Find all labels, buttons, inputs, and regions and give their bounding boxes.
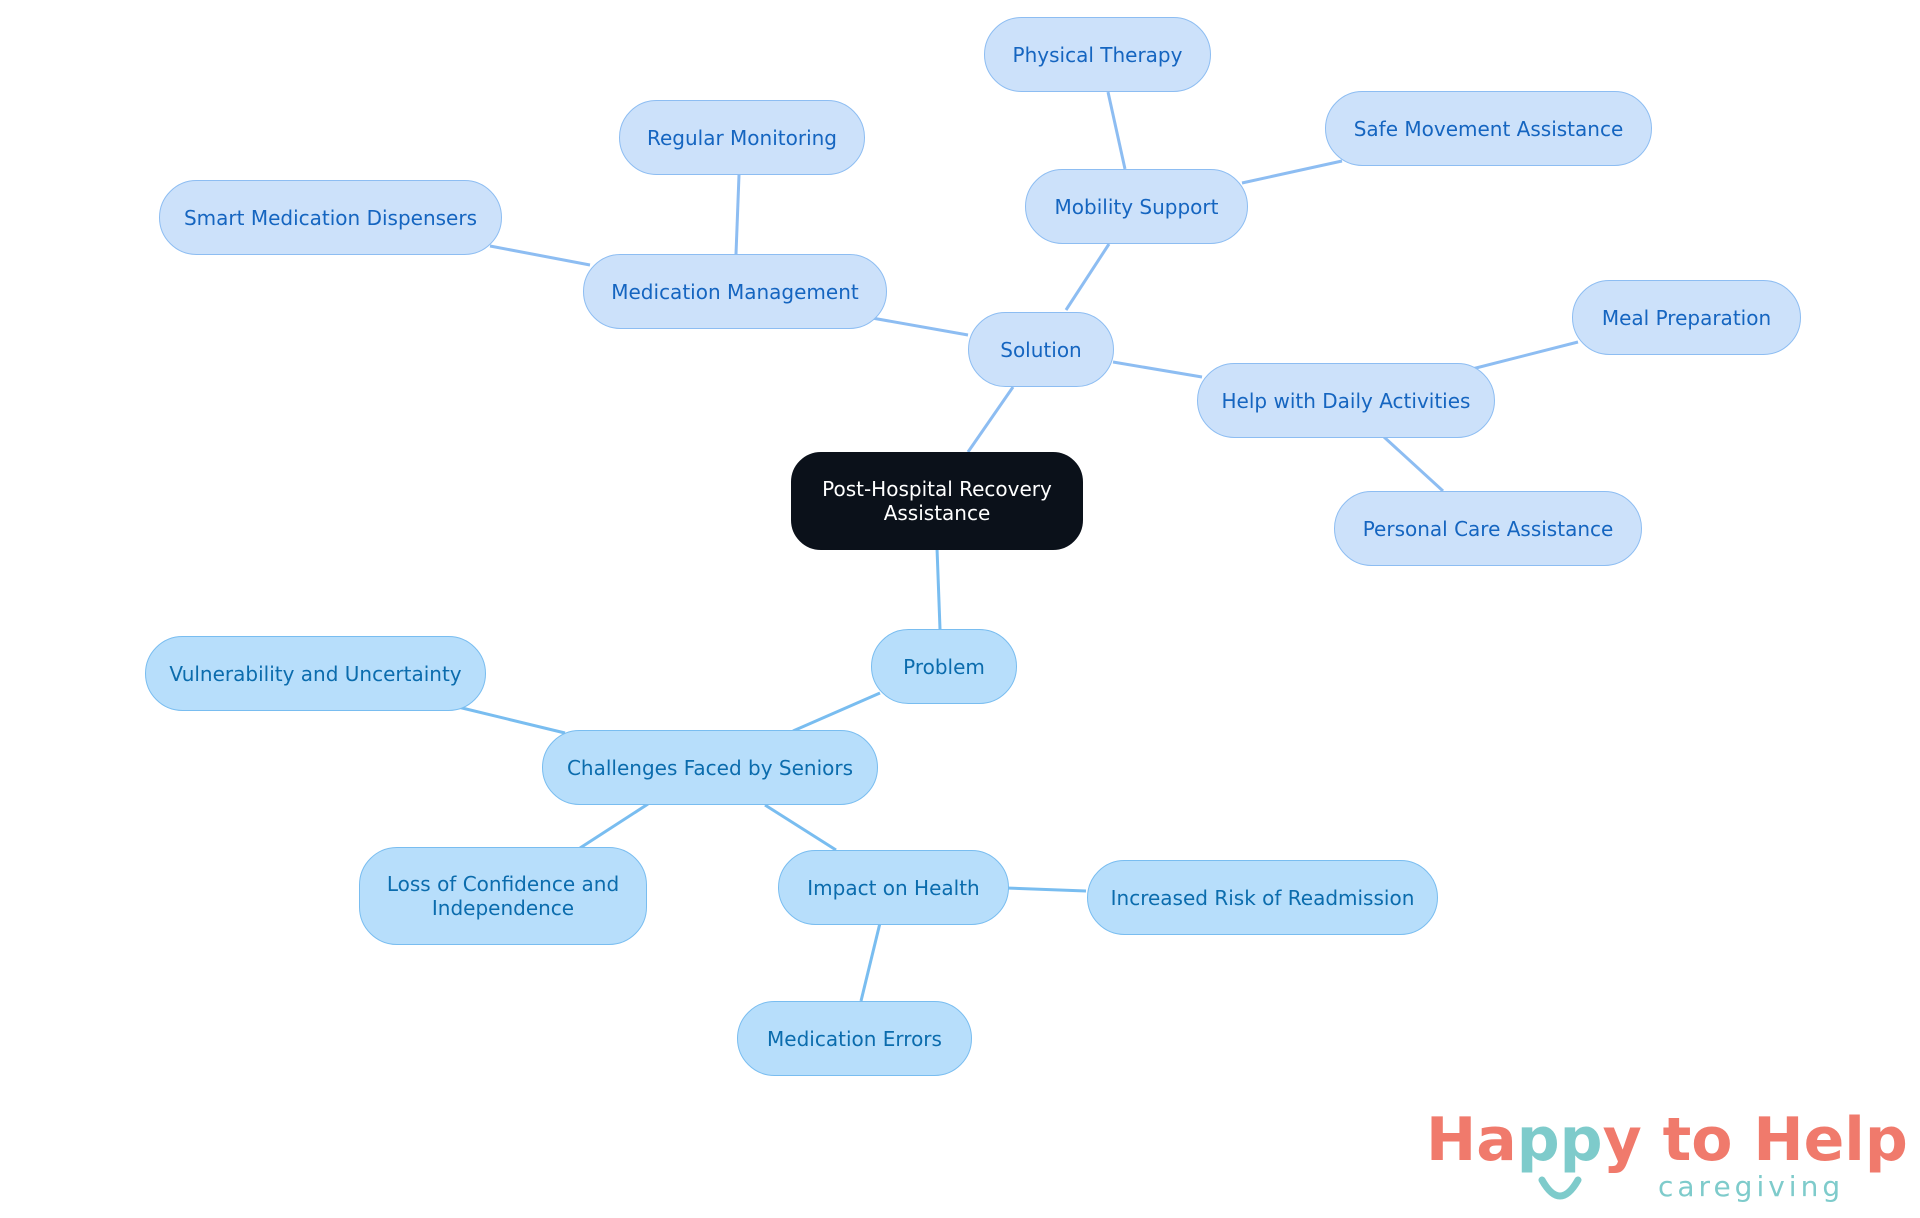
regular-monitoring-node[interactable]: Regular Monitoring (619, 100, 865, 175)
edge-challenges-vulnerability (457, 705, 566, 735)
impact-on-health-label: Impact on Health (807, 875, 980, 900)
logo-subtitle: caregiving (1658, 1170, 1845, 1203)
root-node-label: Post-Hospital Recovery Assistance (822, 477, 1052, 525)
edge-mobility-safe-movement (1241, 159, 1343, 185)
personal-care-assistance-label: Personal Care Assistance (1362, 516, 1614, 541)
edge-problem-challenges (792, 691, 881, 733)
logo-title: Happy to Help (1426, 1108, 1908, 1172)
safe-movement-assistance-node[interactable]: Safe Movement Assistance (1325, 91, 1652, 166)
edge-solution-medication (871, 316, 969, 337)
increased-risk-of-readmission-node[interactable]: Increased Risk of Readmission (1087, 860, 1438, 935)
medication-management-node[interactable]: Medication Management (583, 254, 887, 329)
smart-medication-dispensers-node[interactable]: Smart Medication Dispensers (159, 180, 502, 255)
help-with-daily-activities-node[interactable]: Help with Daily Activities (1197, 363, 1495, 438)
edge-mobility-therapy (1106, 91, 1127, 170)
edge-challenges-impact (764, 803, 837, 852)
edge-medication-dispensers (489, 244, 591, 267)
vulnerability-and-uncertainty-label: Vulnerability and Uncertainty (169, 661, 462, 686)
problem-node[interactable]: Problem (871, 629, 1017, 704)
loss-of-confidence-node[interactable]: Loss of Confidence and Independence (359, 847, 647, 945)
edge-impact-medication-errors (859, 922, 882, 1002)
meal-preparation-label: Meal Preparation (1601, 305, 1772, 330)
medication-errors-label: Medication Errors (767, 1026, 942, 1051)
edge-root-solution (966, 386, 1015, 453)
medication-errors-node[interactable]: Medication Errors (737, 1001, 972, 1076)
edge-medication-monitoring (734, 174, 741, 255)
edge-daily-meal (1471, 340, 1579, 371)
happy-to-help-logo: Happy to Help caregiving (1426, 1108, 1908, 1218)
edge-challenges-confidence (579, 802, 649, 850)
edge-impact-readmission (1005, 886, 1087, 893)
logo-title-part3: y to Help (1602, 1105, 1908, 1175)
root-node[interactable]: Post-Hospital Recovery Assistance (791, 452, 1083, 550)
problem-node-label: Problem (903, 654, 985, 679)
help-with-daily-activities-label: Help with Daily Activities (1221, 388, 1471, 413)
solution-node[interactable]: Solution (968, 312, 1114, 387)
vulnerability-and-uncertainty-node[interactable]: Vulnerability and Uncertainty (145, 636, 486, 711)
impact-on-health-node[interactable]: Impact on Health (778, 850, 1009, 925)
edge-daily-personal-care (1382, 435, 1445, 493)
safe-movement-assistance-label: Safe Movement Assistance (1353, 116, 1624, 141)
regular-monitoring-label: Regular Monitoring (646, 125, 838, 150)
logo-title-part2: pp (1516, 1105, 1603, 1175)
edge-solution-mobility (1064, 243, 1111, 311)
challenges-faced-by-seniors-node[interactable]: Challenges Faced by Seniors (542, 730, 878, 805)
solution-node-label: Solution (1000, 337, 1082, 362)
challenges-faced-by-seniors-label: Challenges Faced by Seniors (566, 755, 854, 780)
medication-management-label: Medication Management (611, 279, 859, 304)
mobility-support-node[interactable]: Mobility Support (1025, 169, 1248, 244)
edge-root-problem (935, 547, 942, 630)
meal-preparation-node[interactable]: Meal Preparation (1572, 280, 1801, 355)
loss-of-confidence-label: Loss of Confidence and Independence (386, 872, 620, 920)
personal-care-assistance-node[interactable]: Personal Care Assistance (1334, 491, 1642, 566)
smile-icon (1538, 1176, 1582, 1200)
increased-risk-of-readmission-label: Increased Risk of Readmission (1110, 885, 1415, 910)
physical-therapy-node[interactable]: Physical Therapy (984, 17, 1211, 92)
logo-title-part1: Ha (1426, 1105, 1517, 1175)
edge-solution-daily (1112, 360, 1203, 379)
mobility-support-label: Mobility Support (1054, 194, 1219, 219)
physical-therapy-label: Physical Therapy (1012, 42, 1183, 67)
smart-medication-dispensers-label: Smart Medication Dispensers (183, 205, 477, 230)
